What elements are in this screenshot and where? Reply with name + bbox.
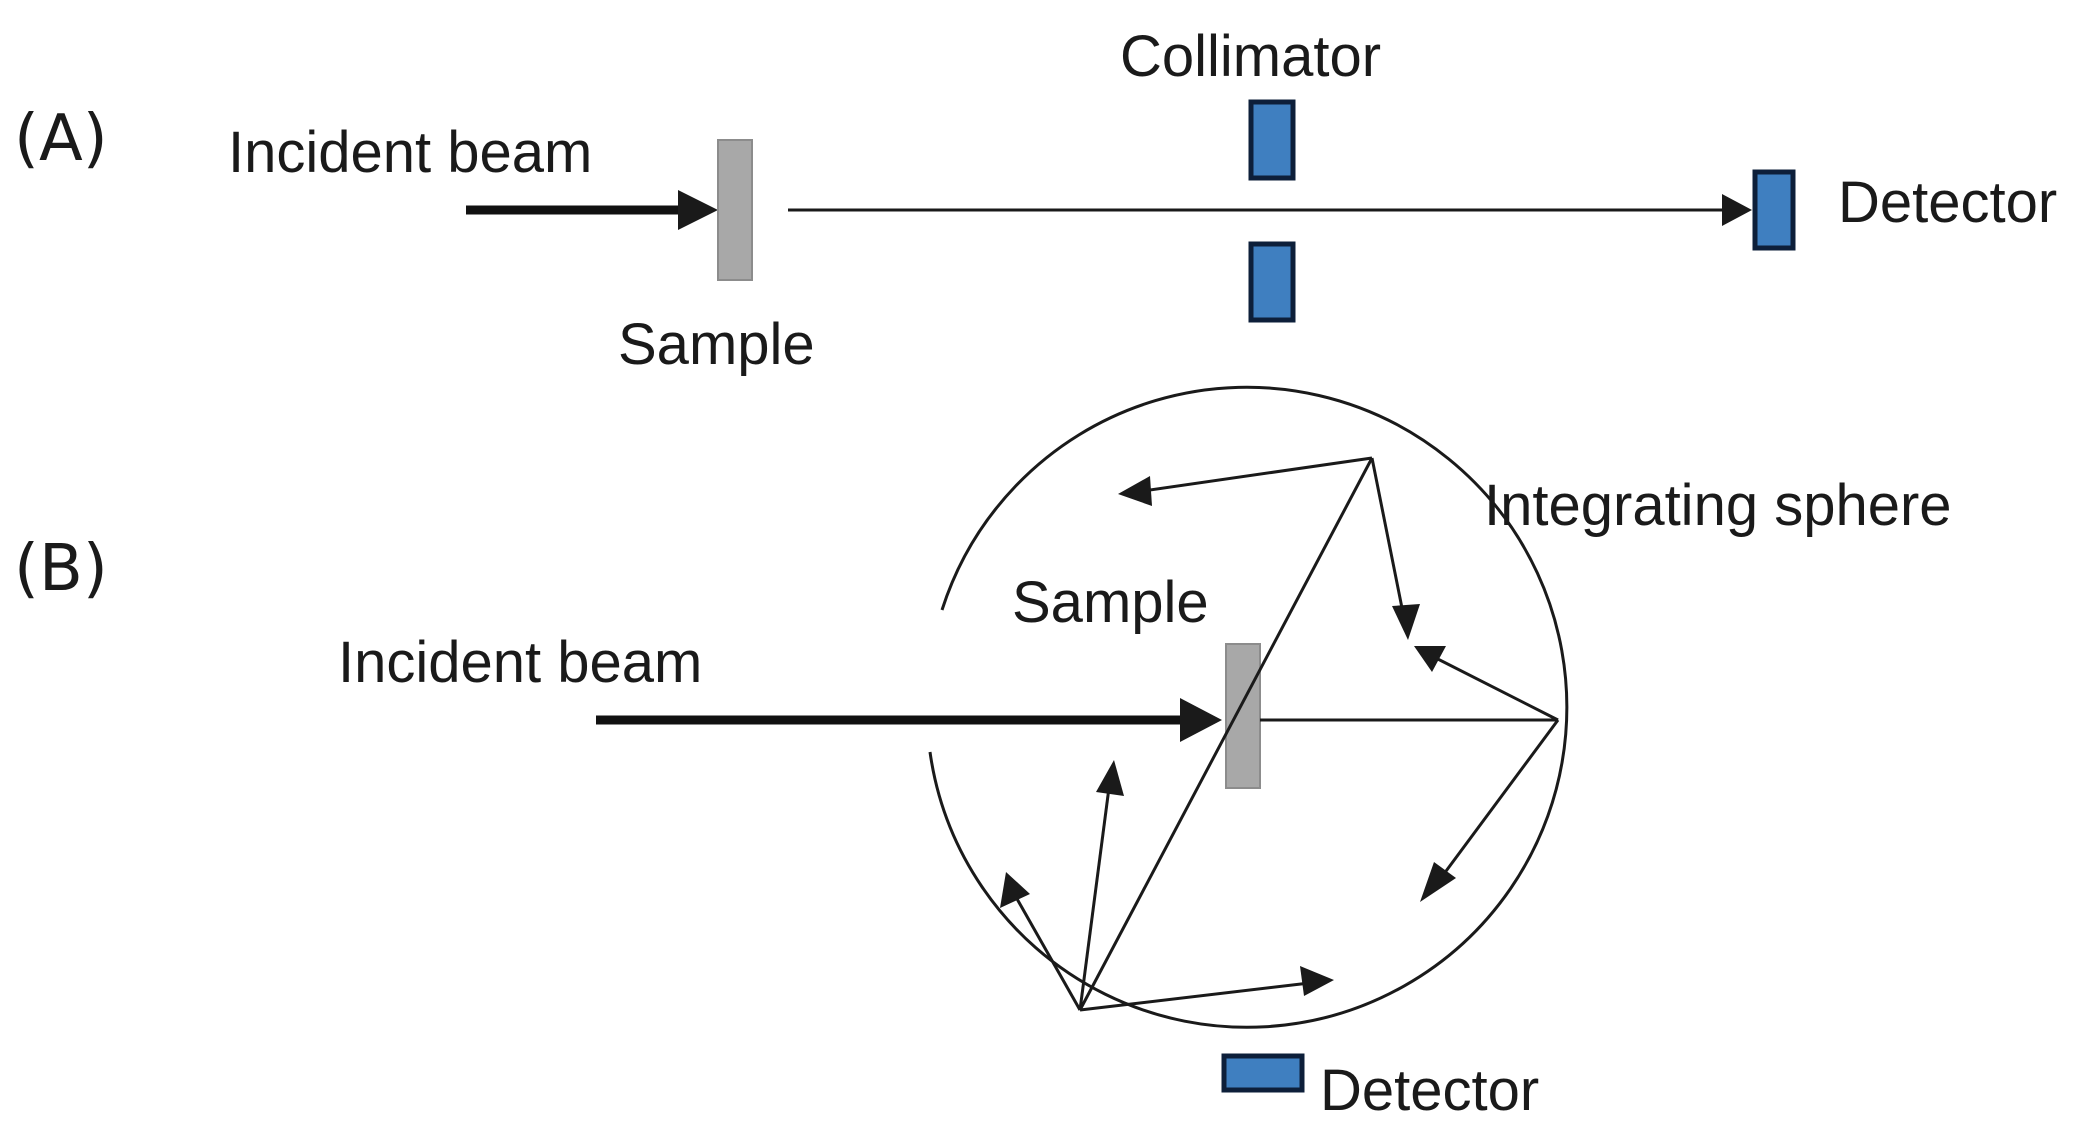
integrating-sphere bbox=[928, 385, 1569, 1029]
panel-a-transmitted-beam-arrowhead bbox=[1722, 194, 1752, 226]
panel-a-detector bbox=[1752, 169, 1796, 251]
path-bottom-to-upper-left bbox=[1010, 889, 1082, 1011]
panel-b-incident-beam-label: Incident beam bbox=[338, 630, 702, 695]
arrowhead-right-upper-left bbox=[1414, 646, 1446, 672]
panel-a-incident-beam-label: Incident beam bbox=[228, 120, 592, 185]
panel-a-incident-beam-arrowhead bbox=[678, 190, 718, 230]
panel-b-label: (B) bbox=[14, 532, 108, 606]
panel-a-sample bbox=[717, 139, 753, 281]
panel-a-detector-label: Detector bbox=[1838, 170, 2057, 235]
arrowhead-bottom-up bbox=[1096, 760, 1124, 796]
path-right-to-lower-left bbox=[1430, 719, 1560, 891]
arrowhead-right-lower-left bbox=[1420, 862, 1456, 902]
panel-a-label: (A) bbox=[14, 102, 108, 176]
panel-a-sample-label: Sample bbox=[618, 312, 815, 377]
panel-b-detector-label: Detector bbox=[1320, 1058, 1539, 1123]
panel-b-sphere-label: Integrating sphere bbox=[1484, 473, 1952, 538]
panel-b-light-paths bbox=[1000, 456, 1560, 1012]
panel-a-collimator-top bbox=[1248, 99, 1296, 181]
panel-b-incident-beam-arrowhead bbox=[1180, 698, 1222, 742]
arrowhead-top-down bbox=[1392, 604, 1420, 640]
panel-a-collimator-label: Collimator bbox=[1120, 24, 1381, 89]
path-diagonal-through-sphere bbox=[1078, 457, 1374, 1011]
panel-a-collimator-bottom bbox=[1248, 241, 1296, 323]
arrowhead-top-left bbox=[1118, 476, 1152, 506]
panel-b-detector bbox=[1221, 1053, 1305, 1093]
arrowhead-bottom-right bbox=[1300, 966, 1334, 996]
panel-b: (B) Integrating sphere Incident beam Sam… bbox=[14, 385, 1952, 1123]
path-top-down bbox=[1370, 457, 1408, 629]
path-bottom-to-up bbox=[1078, 779, 1112, 1011]
arrowhead-bottom-upper-left bbox=[1000, 872, 1030, 908]
panel-a: (A) Incident beam Sample Collimator Dete… bbox=[14, 24, 2057, 377]
path-right-to-upper-left bbox=[1423, 650, 1559, 722]
path-top-to-left bbox=[1121, 456, 1373, 498]
panel-b-sample bbox=[1225, 643, 1261, 789]
path-bottom-to-right bbox=[1079, 980, 1319, 1012]
panel-b-sample-label: Sample bbox=[1012, 570, 1209, 635]
